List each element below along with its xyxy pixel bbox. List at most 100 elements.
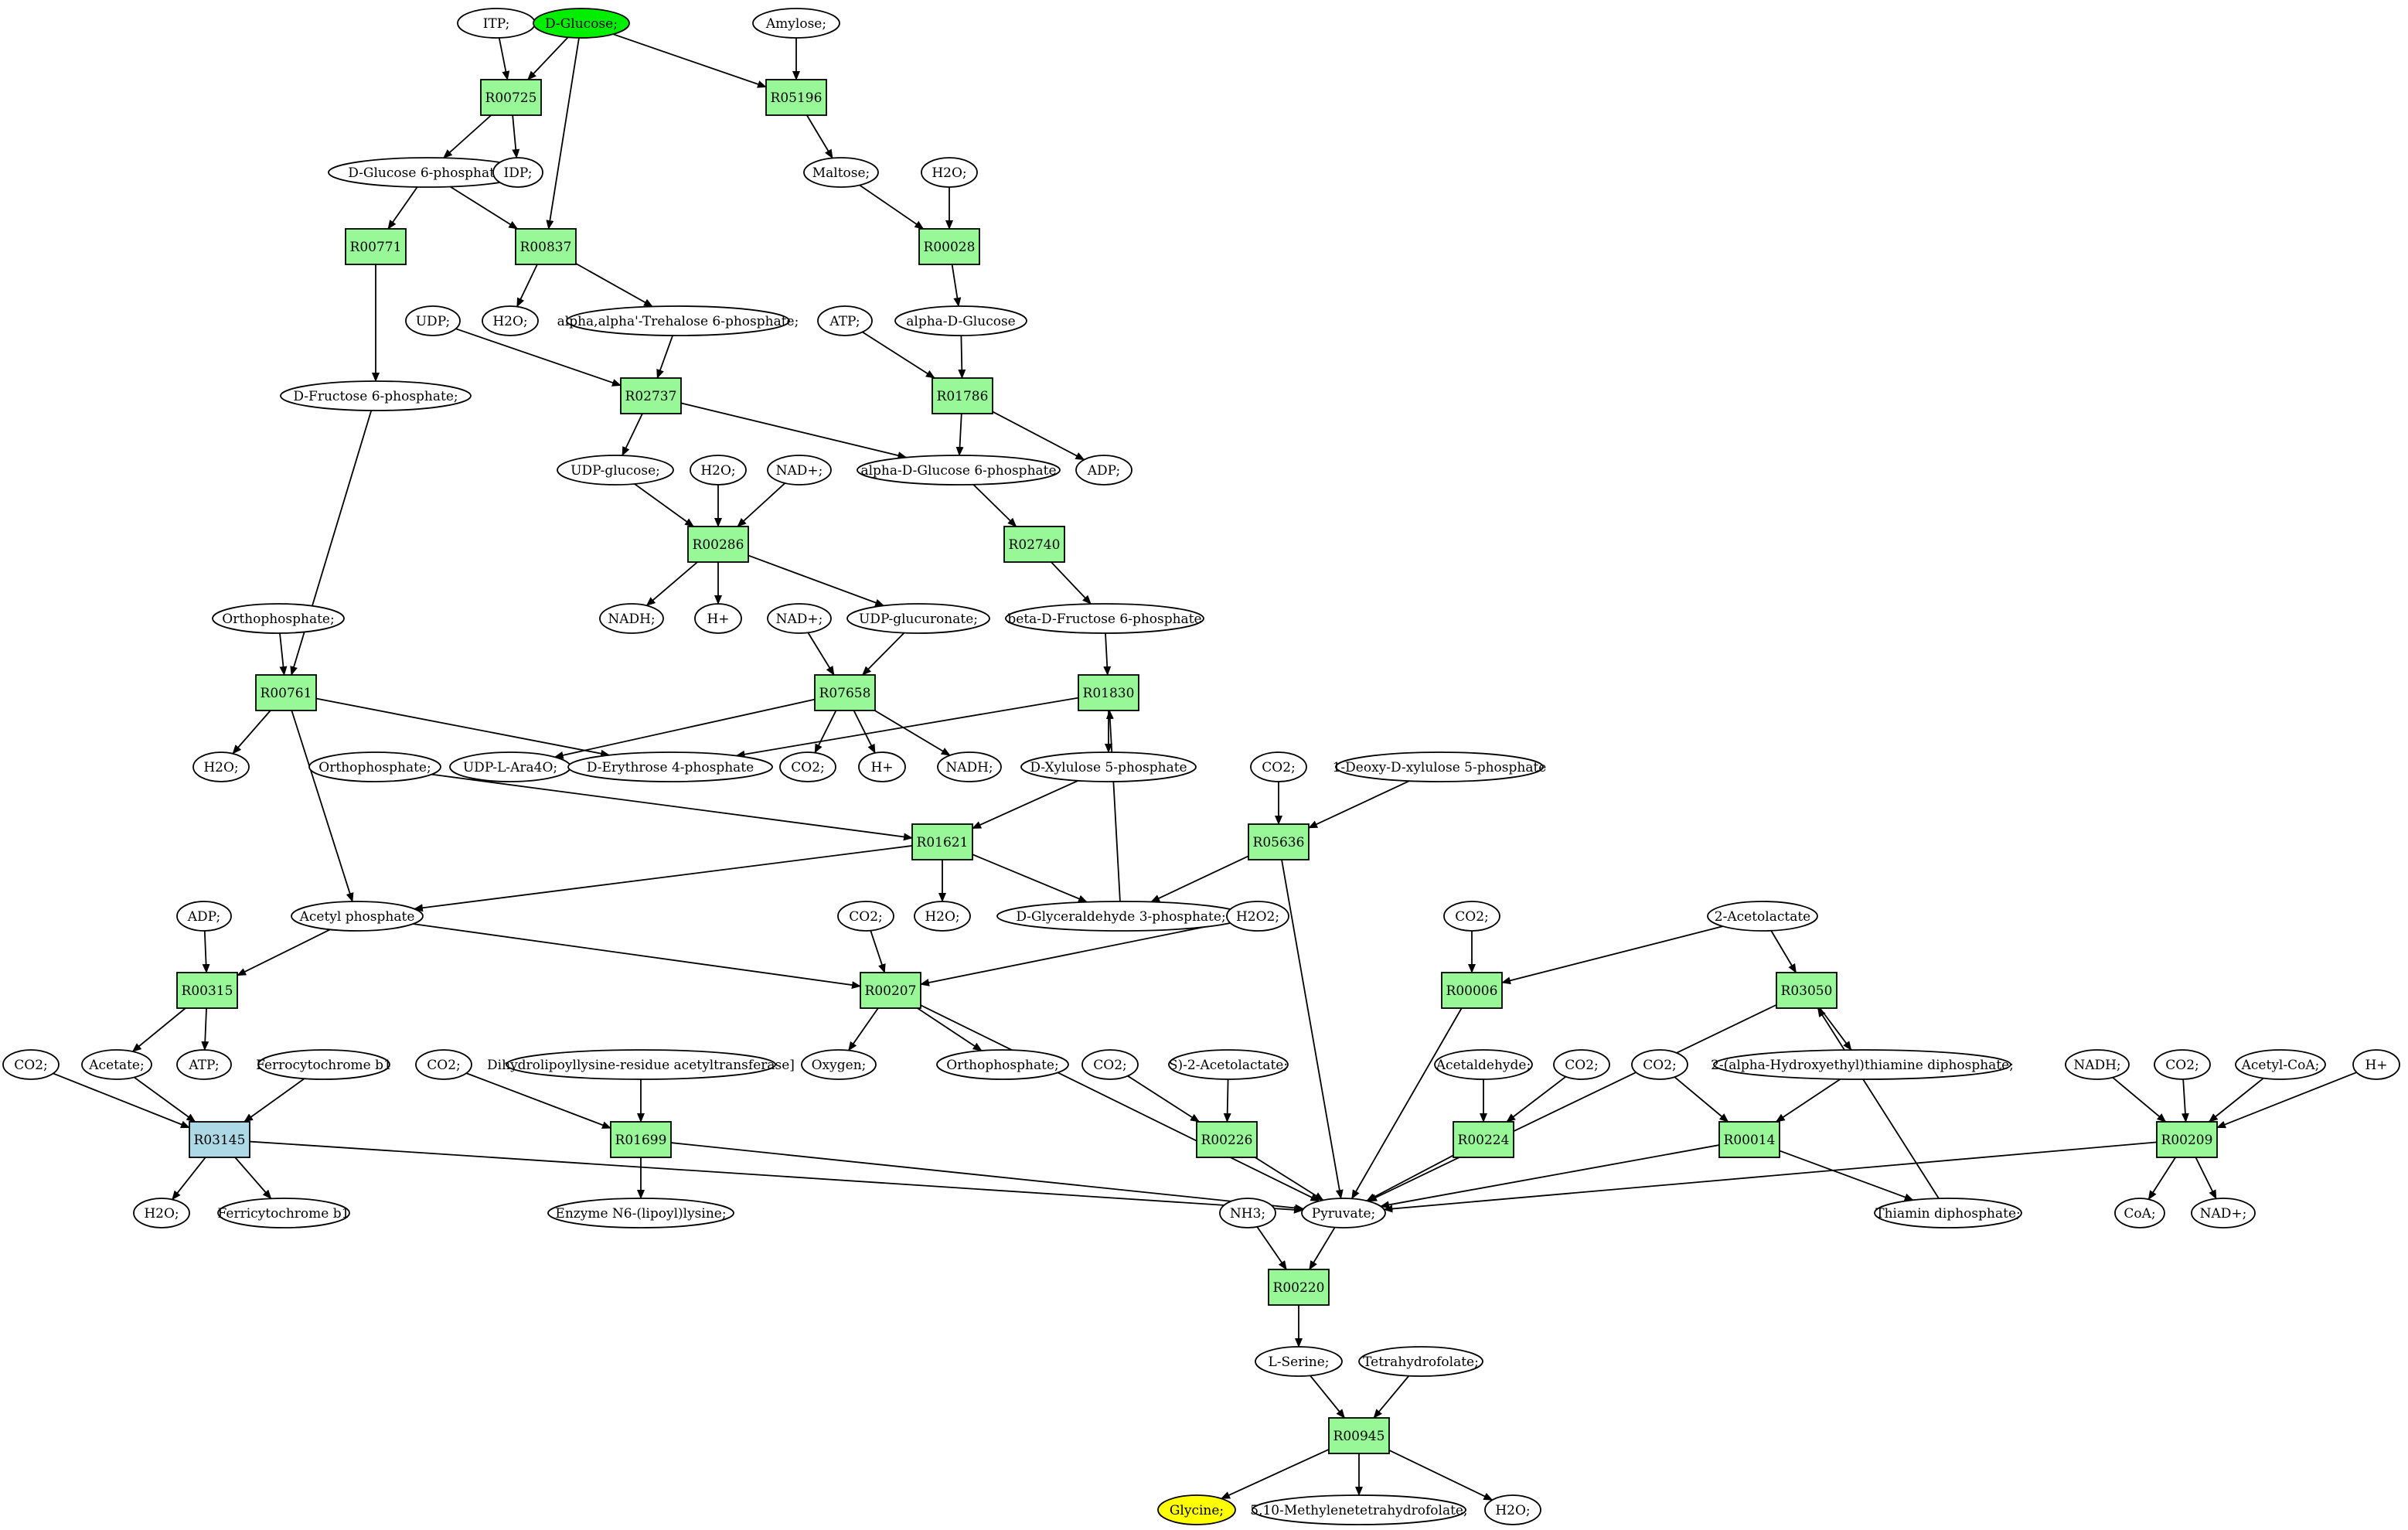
compound-node-h2o2[interactable]: H2O2; <box>1226 901 1289 932</box>
compound-node-adp_a[interactable]: ADP; <box>1075 455 1132 486</box>
compound-node-co2_h[interactable]: CO2; <box>1553 1049 1610 1080</box>
compound-node-nadh_a[interactable]: NADH; <box>599 603 664 634</box>
compound-node-h2o_b[interactable]: H2O; <box>482 305 539 336</box>
compound-node-acetolactate2[interactable]: 2-Acetolactate <box>1707 901 1818 932</box>
compound-node-coa[interactable]: CoA; <box>2114 1198 2165 1228</box>
compound-node-udp[interactable]: UDP; <box>405 305 461 336</box>
reaction-node-R03050[interactable]: R03050 <box>1776 972 1838 1009</box>
compound-node-co2_a[interactable]: CO2; <box>779 751 836 782</box>
compound-node-bf6p[interactable]: beta-D-Fructose 6-phosphate <box>1005 603 1204 634</box>
compound-node-acetaldehyde[interactable]: Acetaldehyde; <box>1434 1049 1533 1080</box>
compound-node-nadh_c[interactable]: NADH; <box>2065 1049 2130 1080</box>
compound-node-atp_b[interactable]: ATP; <box>176 1049 232 1080</box>
compound-node-ferricyt[interactable]: Ferricytochrome b1 <box>217 1198 350 1228</box>
compound-node-udpara4o[interactable]: UDP-L-Ara4O; <box>449 751 571 782</box>
reaction-node-R03145[interactable]: R03145 <box>189 1121 250 1158</box>
reaction-node-R01830[interactable]: R01830 <box>1078 674 1139 711</box>
compound-node-h2o_g[interactable]: H2O; <box>1484 1494 1541 1525</box>
compound-node-idp[interactable]: IDP; <box>492 157 543 188</box>
compound-node-h2o_a[interactable]: H2O; <box>921 157 978 188</box>
compound-node-e4p[interactable]: D-Erythrose 4-phosphate <box>567 751 773 782</box>
compound-node-methylenethf[interactable]: 5,10-Methylenetetrahydrofolate; <box>1250 1494 1468 1525</box>
reaction-node-R01699[interactable]: R01699 <box>610 1121 672 1158</box>
reaction-node-R00014[interactable]: R00014 <box>1718 1121 1780 1158</box>
compound-node-lipoyl[interactable]: Enzyme N6-(lipoyl)lysine; <box>547 1198 734 1228</box>
reaction-node-R00209[interactable]: R00209 <box>2156 1121 2218 1158</box>
compound-node-nadp_a[interactable]: NAD+; <box>767 455 832 486</box>
compound-node-dglucose[interactable]: D-Glucose; <box>533 8 630 39</box>
compound-node-udpglcua[interactable]: UDP-glucuronate; <box>846 603 990 634</box>
compound-node-h2o_c[interactable]: H2O; <box>690 455 747 486</box>
compound-node-atp_a[interactable]: ATP; <box>817 305 873 336</box>
compound-node-co2_g[interactable]: CO2; <box>1081 1049 1139 1080</box>
compound-node-co2_j[interactable]: CO2; <box>2154 1049 2211 1080</box>
compound-ellipse <box>557 455 674 486</box>
reaction-node-R01621[interactable]: R01621 <box>911 823 973 860</box>
compound-node-amylose[interactable]: Amylose; <box>752 8 840 39</box>
compound-node-hetpp[interactable]: 2-(alpha-Hydroxyethyl)thiamine diphospha… <box>1711 1049 2014 1080</box>
compound-node-itp[interactable]: ITP; <box>457 8 536 39</box>
compound-node-ferrocyt[interactable]: Ferrocytochrome b1 <box>256 1049 392 1080</box>
compound-node-hplus_a[interactable]: H+ <box>694 603 742 634</box>
compound-node-ag6p[interactable]: alpha-D-Glucose 6-phosphate <box>857 455 1061 486</box>
compound-node-udpglucose[interactable]: UDP-glucose; <box>557 455 674 486</box>
compound-node-co2_c[interactable]: CO2; <box>837 901 894 932</box>
compound-node-oxygen[interactable]: Oxygen; <box>801 1049 877 1080</box>
compound-node-nadp_c[interactable]: NAD+; <box>2191 1198 2256 1228</box>
compound-node-acetate[interactable]: Acetate; <box>81 1049 152 1080</box>
reaction-node-R00945[interactable]: R00945 <box>1328 1417 1390 1454</box>
compound-node-lserine[interactable]: L-Serine; <box>1255 1346 1343 1377</box>
compound-node-dlat[interactable]: Dihydrolipoyllysine-residue acetyltransf… <box>487 1049 795 1080</box>
compound-node-co2_e[interactable]: CO2; <box>2 1049 60 1080</box>
compound-node-hplus_c[interactable]: H+ <box>2352 1049 2400 1080</box>
compound-node-co2_d[interactable]: CO2; <box>1443 901 1500 932</box>
compound-node-alphaglc[interactable]: alpha-D-Glucose <box>894 305 1027 336</box>
compound-node-orthop_a[interactable]: Orthophosphate; <box>212 603 345 634</box>
compound-node-h2o_f[interactable]: H2O; <box>133 1198 190 1228</box>
reaction-node-R00220[interactable]: R00220 <box>1268 1269 1330 1306</box>
compound-node-f6p[interactable]: D-Fructose 6-phosphate; <box>280 380 472 411</box>
reaction-node-R00028[interactable]: R00028 <box>918 228 980 265</box>
compound-node-thf[interactable]: Tetrahydrofolate; <box>1358 1346 1483 1377</box>
reaction-node-R02740[interactable]: R02740 <box>1003 526 1065 563</box>
compound-node-co2_f[interactable]: CO2; <box>415 1049 472 1080</box>
compound-node-h2o_d[interactable]: H2O; <box>192 751 250 782</box>
compound-node-co2_i[interactable]: CO2; <box>1631 1049 1688 1080</box>
reaction-node-R00224[interactable]: R00224 <box>1453 1121 1514 1158</box>
compound-node-adp_b[interactable]: ADP; <box>176 901 232 932</box>
compound-node-nadp_b[interactable]: NAD+; <box>767 603 832 634</box>
compound-node-maltose[interactable]: Maltose; <box>803 157 879 188</box>
reaction-node-R02737[interactable]: R02737 <box>620 377 682 414</box>
compound-node-gap[interactable]: D-Glyceraldehyde 3-phosphate; <box>996 901 1245 932</box>
reaction-node-R00315[interactable]: R00315 <box>176 972 238 1009</box>
reaction-node-R05636[interactable]: R05636 <box>1248 823 1310 860</box>
compound-node-sacetolactate[interactable]: S)-2-Acetolactate; <box>1168 1049 1289 1080</box>
reaction-node-R01786[interactable]: R01786 <box>932 377 993 414</box>
reaction-node-R00771[interactable]: R00771 <box>345 228 407 265</box>
compound-node-thdp[interactable]: Thiamin diphosphate; <box>1874 1198 2022 1228</box>
reaction-node-R00286[interactable]: R00286 <box>687 526 749 563</box>
reaction-node-R00006[interactable]: R00006 <box>1441 972 1503 1009</box>
compound-node-co2_b[interactable]: CO2; <box>1250 751 1307 782</box>
compound-node-dx5p[interactable]: 1-Deoxy-D-xylulose 5-phosphate <box>1333 751 1547 782</box>
compound-node-nadh_b[interactable]: NADH; <box>937 751 1002 782</box>
compound-node-orthop_c[interactable]: Orthophosphate; <box>936 1049 1069 1080</box>
reaction-node-R00207[interactable]: R00207 <box>860 972 921 1009</box>
compound-node-glycine[interactable]: Glycine; <box>1157 1494 1236 1525</box>
compound-node-h2o_e[interactable]: H2O; <box>914 901 971 932</box>
compound-node-orthop_b[interactable]: Orthophosphate; <box>308 751 441 782</box>
compound-node-acetylcoa[interactable]: Acetyl-CoA; <box>2235 1049 2326 1080</box>
reaction-node-R05196[interactable]: R05196 <box>765 79 827 116</box>
reaction-node-R00837[interactable]: R00837 <box>515 228 577 265</box>
reaction-node-R07658[interactable]: R07658 <box>814 674 876 711</box>
compound-node-acetylp[interactable]: Acetyl phosphate <box>291 901 424 932</box>
compound-node-nh3[interactable]: NH3; <box>1219 1198 1276 1228</box>
compound-node-g6p[interactable]: D-Glucose 6-phosphate; <box>328 157 527 188</box>
reaction-node-R00761[interactable]: R00761 <box>255 674 317 711</box>
reaction-node-R00725[interactable]: R00725 <box>480 79 542 116</box>
reaction-node-R00226[interactable]: R00226 <box>1196 1121 1258 1158</box>
compound-node-trehalose6p[interactable]: alpha,alpha'-Trehalose 6-phosphate; <box>557 305 799 336</box>
compound-node-x5p[interactable]: D-Xylulose 5-phosphate <box>1020 751 1197 782</box>
compound-node-hplus_b[interactable]: H+ <box>858 751 906 782</box>
compound-node-pyruvate[interactable]: Pyruvate; <box>1301 1198 1386 1228</box>
